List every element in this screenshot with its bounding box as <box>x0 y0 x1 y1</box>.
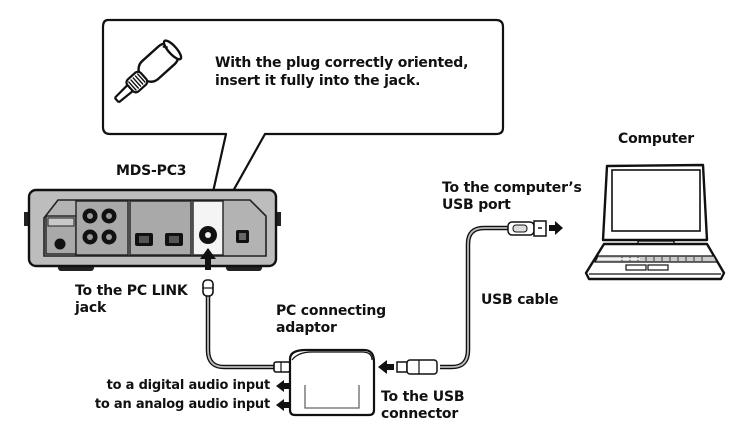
device-name-label: MDS-PC3 <box>116 163 187 179</box>
output-arrows <box>276 380 290 411</box>
plug-icon <box>113 39 183 104</box>
arrow-up-to-jack <box>200 248 216 270</box>
usb-connector-label-line-2: connector <box>381 406 459 422</box>
output-analog-label: to an analog audio input <box>94 397 270 412</box>
pc-connecting-adaptor <box>288 348 376 417</box>
output-digital-label: to a digital audio input <box>106 378 271 393</box>
usb-cable-label: USB cable <box>481 292 559 308</box>
usb-cable <box>396 220 547 375</box>
adaptor-label-line-2: adaptor <box>276 320 337 336</box>
arrow-to-computer <box>549 221 563 235</box>
usb-port-label-line-2: USB port <box>442 197 511 213</box>
pc-link-cable <box>202 279 291 373</box>
usb-port-label-line-1: To the computer’s <box>442 180 582 196</box>
pc-link-jack-label-line-1: To the PC LINK <box>75 283 188 299</box>
adaptor-label-line-1: PC connecting <box>276 303 386 319</box>
callout-text-line-1: With the plug correctly oriented, <box>215 55 469 71</box>
laptop-computer-icon <box>584 163 726 281</box>
computer-label: Computer <box>618 131 694 147</box>
pc-link-jack-label-line-2: jack <box>75 300 107 316</box>
callout-text-line-2: insert it fully into the jack. <box>215 73 421 89</box>
arrow-into-adaptor <box>378 360 394 374</box>
usb-connector-label-line-1: To the USB <box>381 389 465 405</box>
mds-pc3-device <box>24 188 281 271</box>
rca-jacks <box>82 208 117 245</box>
